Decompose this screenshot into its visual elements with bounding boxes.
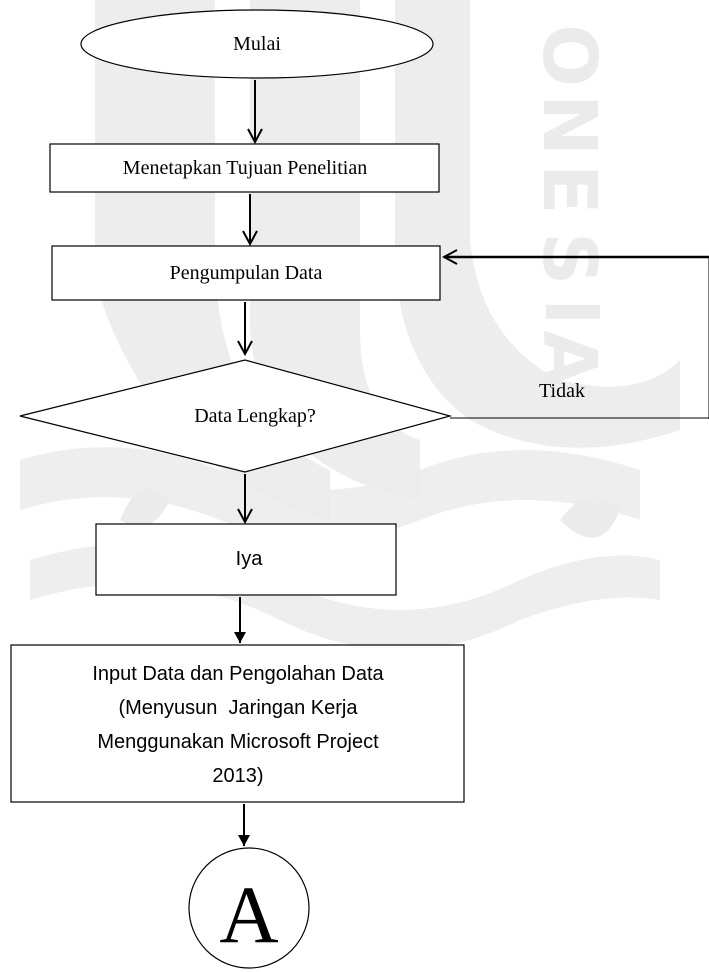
watermark-letter: I — [528, 298, 614, 326]
process-box-objective — [49, 143, 440, 193]
decision-label: Data Lengkap? — [194, 405, 316, 427]
yes-box — [95, 523, 397, 596]
no-branch-label: Tidak — [539, 380, 585, 402]
watermark-letter: E — [526, 164, 612, 215]
watermark-letter: A — [526, 330, 612, 387]
yes-label: Iya — [236, 548, 264, 570]
connector-label: A — [219, 869, 278, 960]
start-terminator — [80, 9, 434, 79]
watermark-letters: O N E S I A — [526, 24, 614, 387]
process-box-input-processing — [10, 644, 465, 803]
connector-circle — [188, 847, 310, 969]
step2-label: Pengumpulan Data — [170, 262, 323, 284]
decision-diamond — [19, 359, 453, 473]
start-label: Mulai — [233, 33, 281, 55]
process-line-1: Input Data dan Pengolahan Data — [92, 663, 384, 685]
process-line-4: 2013) — [212, 765, 263, 787]
watermark-letter: S — [526, 232, 612, 285]
process-box-data-collection — [51, 245, 441, 301]
watermark-letter: O — [526, 24, 612, 87]
process-line-3: Menggunakan Microsoft Project — [97, 731, 379, 753]
watermark-letter: N — [526, 94, 612, 156]
step1-label: Menetapkan Tujuan Penelitian — [123, 157, 367, 179]
process-line-2: (Menyusun Jaringan Kerja — [118, 697, 358, 719]
